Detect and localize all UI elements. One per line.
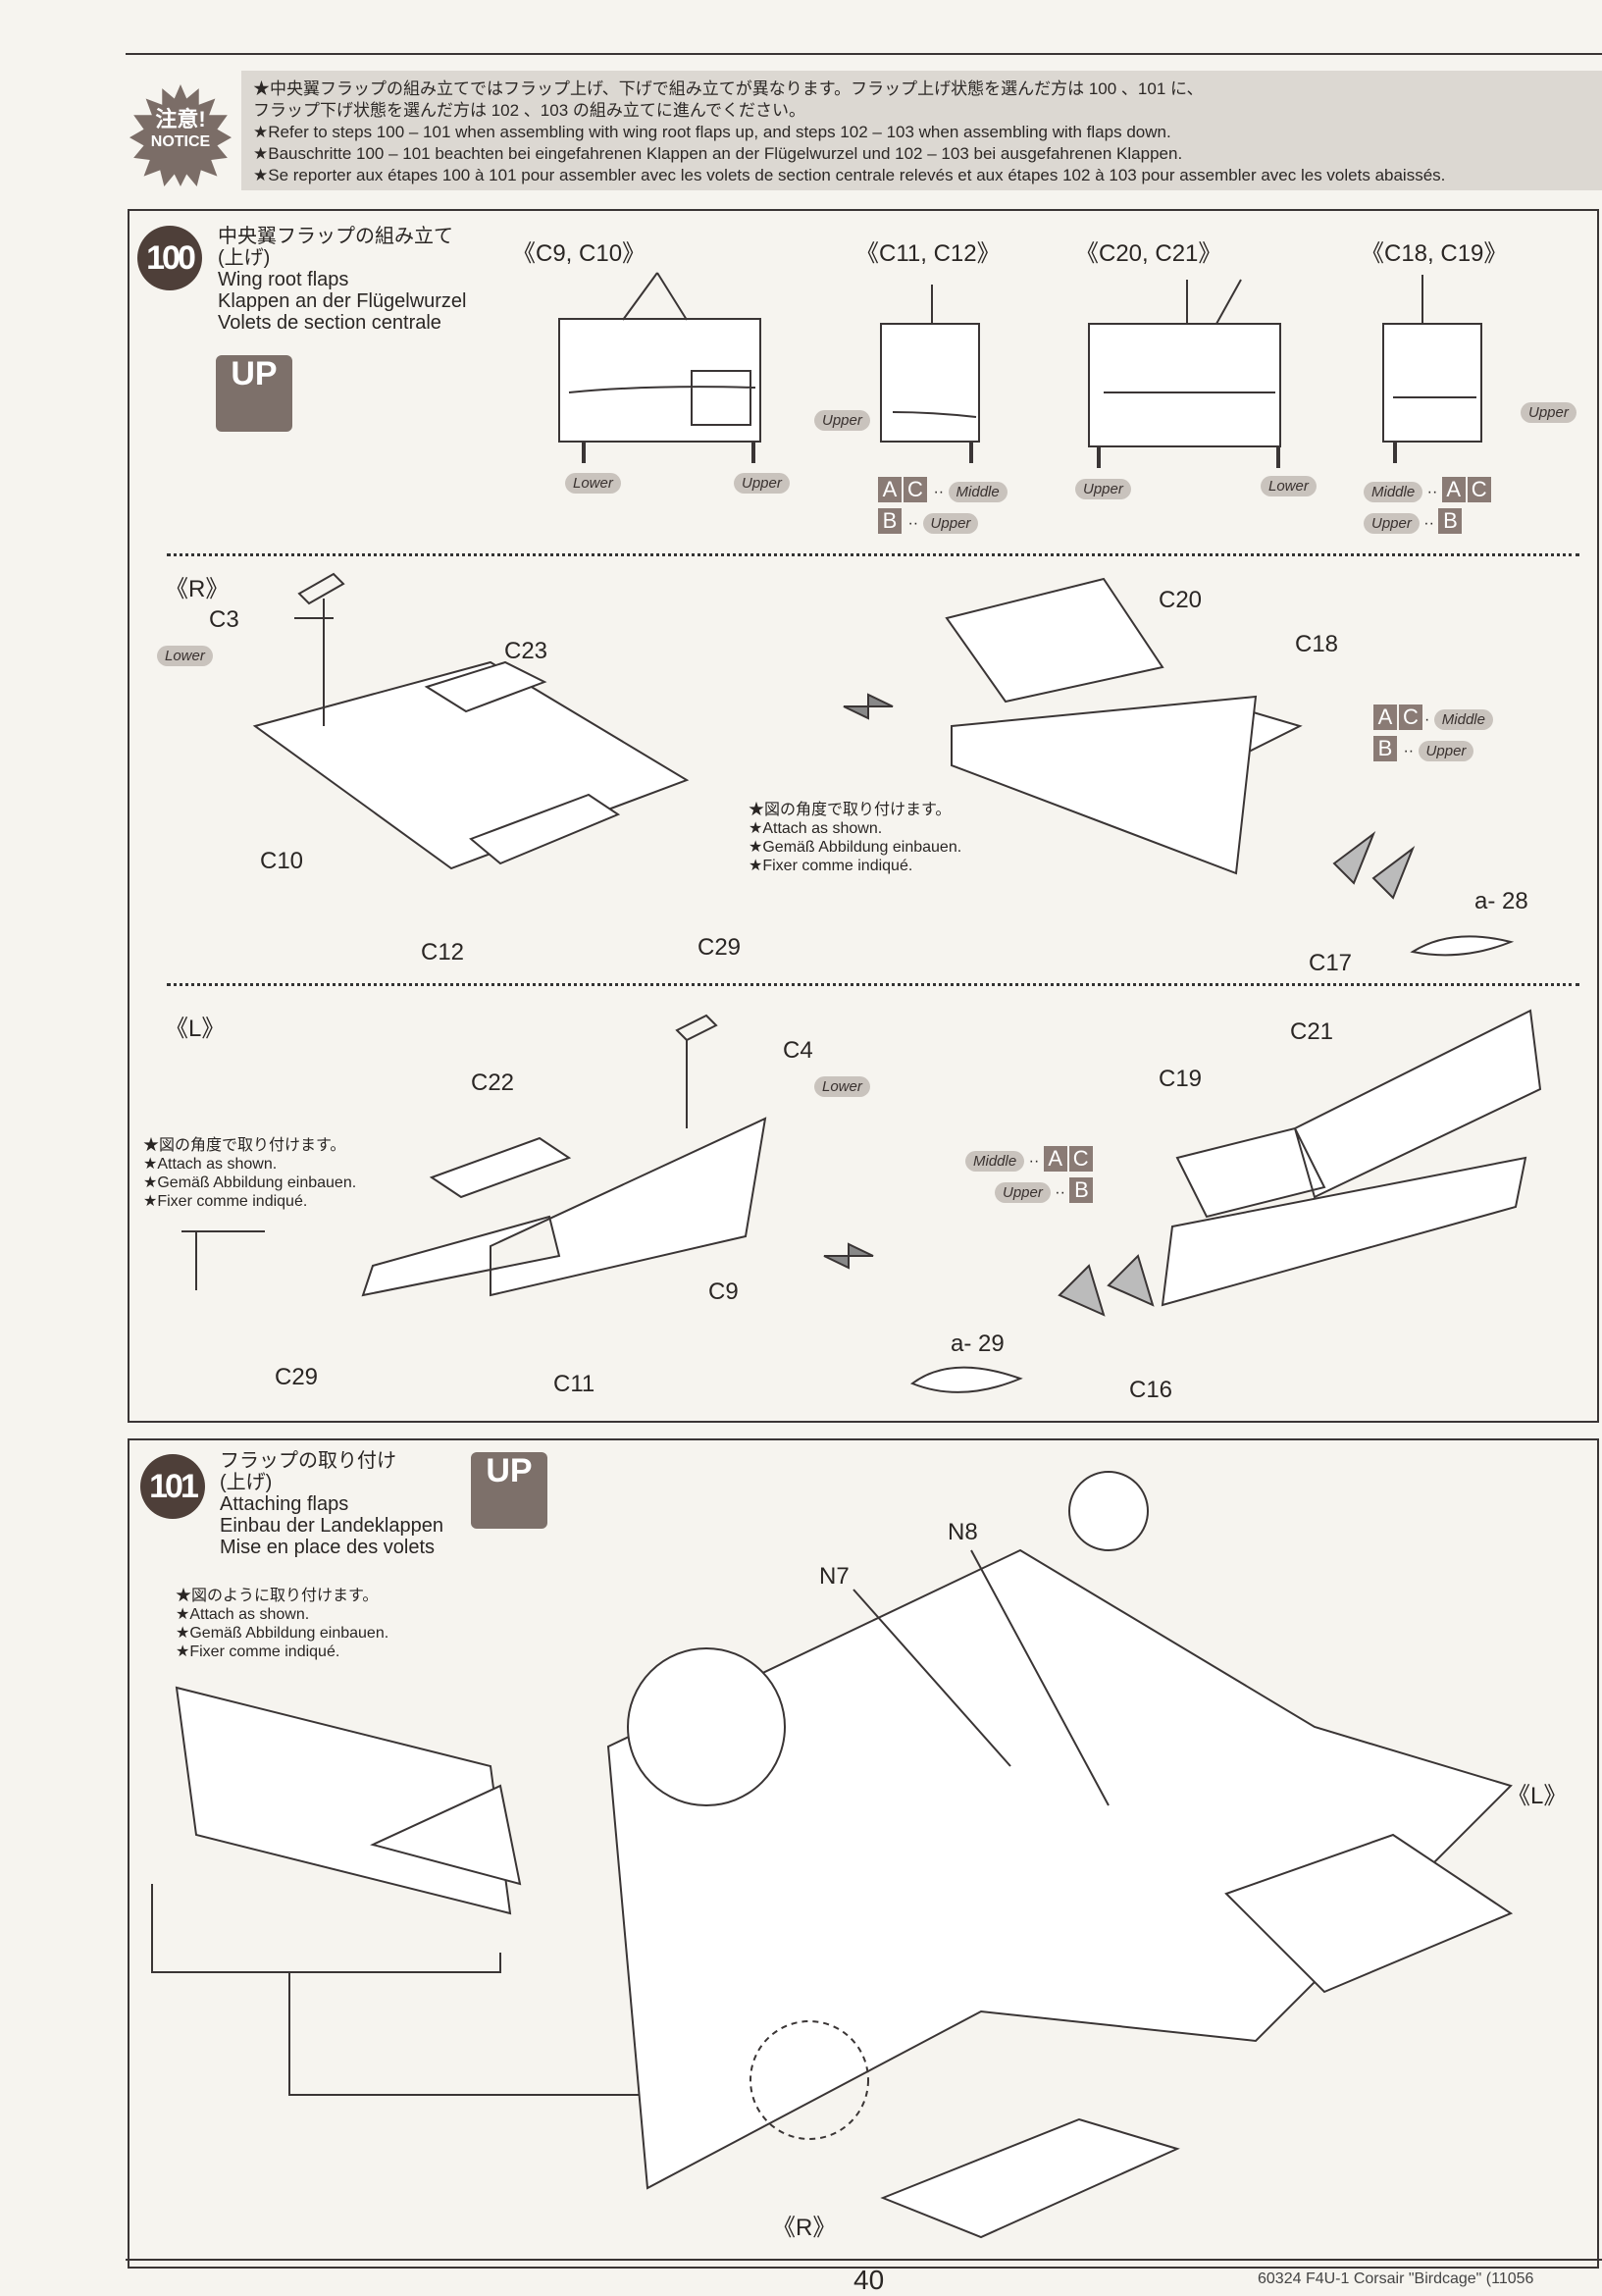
notice-line: ★Se reporter aux étapes 100 à 101 pour a…	[253, 166, 1446, 184]
side-left-label: 《L》	[1507, 1783, 1568, 1809]
step-101-number: 101	[140, 1454, 205, 1519]
upper-tag: Upper	[1075, 479, 1131, 499]
attach-note: ★図の角度で取り付けます。★Attach as shown.★Gemäß Abb…	[749, 802, 962, 874]
part-label: C20	[1159, 587, 1203, 613]
upper-tag: Upper	[1521, 402, 1576, 423]
group-label: 《C20, C21》	[1075, 240, 1222, 267]
part-label: N7	[819, 1563, 850, 1590]
group-label: 《C11, C12》	[855, 240, 1001, 267]
paint-callout: a- 28	[1474, 888, 1528, 914]
step-100-title: 中央翼フラップの組み立て (上げ) Wing root flaps Klappe…	[218, 226, 467, 334]
part-label: C12	[421, 939, 465, 965]
step-100-box	[128, 209, 1599, 1423]
step-100-number: 100	[137, 226, 202, 290]
notice-line: ★中央翼フラップの組み立てではフラップ上げ、下げで組み立てが異なります。フラップ…	[253, 79, 1204, 98]
part-label: C18	[1295, 631, 1339, 657]
notice-line: ★Bauschritte 100 – 101 beachten bei eing…	[253, 144, 1183, 163]
upper-b-key: Upper ·· B	[995, 1177, 1095, 1203]
notice-starburst-icon	[129, 84, 232, 186]
part-label: C10	[260, 848, 304, 874]
paint-callout: a- 29	[951, 1331, 1005, 1357]
notice-badge: 注意! NOTICE	[126, 102, 235, 151]
attach-note: ★図のように取り付けます。★Attach as shown.★Gemäß Abb…	[176, 1588, 389, 1660]
title-de: Klappen an der Flügelwurzel	[218, 290, 467, 312]
group-label: 《C9, C10》	[512, 240, 646, 267]
group-label: 《C18, C19》	[1361, 240, 1508, 267]
part-label: C29	[275, 1364, 319, 1390]
upper-b-key: Upper ·· B	[1364, 508, 1464, 534]
side-right-label: 《R》	[165, 576, 230, 602]
upper-tag: Upper	[814, 410, 870, 431]
part-label: C9	[708, 1278, 739, 1305]
lower-tag: Lower	[157, 646, 213, 666]
part-label: C3	[209, 606, 239, 633]
notice-line: フラップ下げ状態を選んだ方は 102 、103 の組み立てに進んでください。	[253, 101, 806, 120]
lower-tag: Lower	[565, 473, 621, 494]
upper-tag: Upper	[734, 473, 790, 494]
top-rule	[126, 53, 1602, 55]
part-label: C29	[698, 934, 742, 961]
b-upper-key: B ·· Upper	[878, 508, 979, 534]
part-label: C21	[1290, 1018, 1334, 1045]
part-label: C17	[1309, 950, 1353, 976]
title-en: Wing root flaps	[218, 269, 349, 290]
attach-note: ★図の角度で取り付けます。★Attach as shown.★Gemäß Abb…	[143, 1137, 357, 1210]
part-label: C23	[504, 638, 548, 664]
title-ja-sub: (上げ)	[218, 247, 271, 269]
part-label: C22	[471, 1070, 515, 1096]
page-number: 40	[853, 2265, 885, 2295]
notice-line: ★Refer to steps 100 – 101 when assemblin…	[253, 123, 1171, 141]
part-label: C19	[1159, 1066, 1203, 1092]
notice-box: ★中央翼フラップの組み立てではフラップ上げ、下げで組み立てが異なります。フラップ…	[241, 71, 1602, 190]
flaps-up-icon: UP	[216, 355, 292, 432]
title-ja: 中央翼フラップの組み立て	[218, 226, 453, 247]
part-label: C16	[1129, 1377, 1173, 1403]
footer-code: 60324 F4U-1 Corsair "Birdcage" (11056	[1258, 2270, 1534, 2287]
notice-badge-ja: 注意!	[155, 107, 206, 131]
part-label: C4	[783, 1037, 813, 1064]
notice-badge-en: NOTICE	[150, 133, 211, 150]
part-label: N8	[948, 1519, 978, 1545]
step-101-box	[128, 1438, 1599, 2269]
flaps-up-icon: UP	[471, 1452, 547, 1529]
b-upper-key: B ·· Upper	[1373, 736, 1474, 761]
lower-tag: Lower	[1261, 476, 1317, 496]
part-label: C11	[553, 1371, 595, 1397]
separator	[167, 983, 1579, 986]
title-fr: Volets de section centrale	[218, 312, 441, 334]
side-left-label: 《L》	[165, 1016, 226, 1042]
side-right-label: 《R》	[772, 2215, 837, 2241]
lower-tag: Lower	[814, 1076, 870, 1097]
separator	[167, 553, 1579, 556]
bottom-rule	[126, 2259, 1602, 2261]
